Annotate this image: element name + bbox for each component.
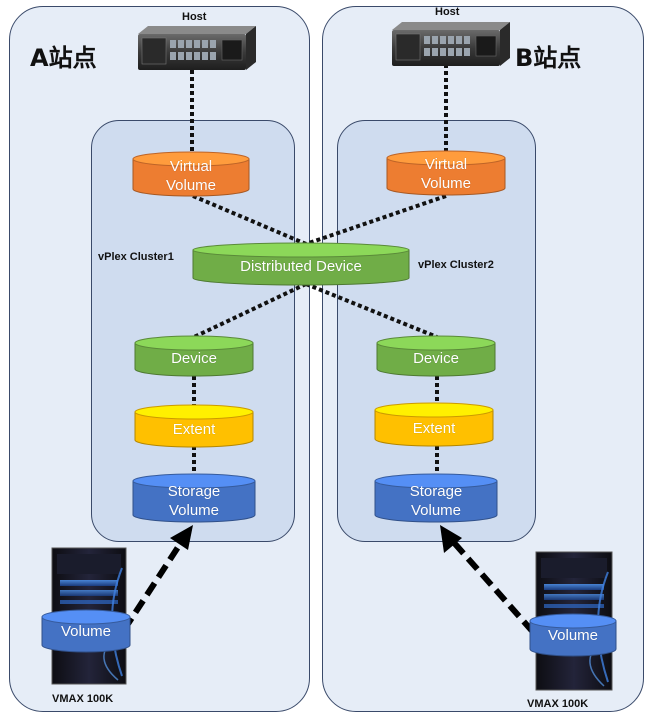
storage-volume-b-cylinder — [374, 473, 498, 523]
virtual-volume-b-line2: Volume — [420, 175, 472, 192]
virtual-volume-a-line2: Volume — [165, 177, 217, 194]
dotted-connectors — [190, 64, 448, 476]
connector-virtual-b-to-distributed — [305, 194, 447, 246]
virtual-volume-b-cylinder — [386, 150, 506, 196]
storage-volume-a-text: Storage Volume — [133, 482, 255, 520]
vmax-a-label: VMAX 100K — [52, 693, 114, 705]
device-b-cylinder — [376, 335, 496, 377]
vmax-b-volume-cylinder — [529, 613, 617, 657]
cluster1-label: vPlex Cluster1 — [98, 251, 174, 263]
connector-distributed-to-device-a — [193, 282, 307, 339]
virtual-volume-b-line1: Virtual — [424, 156, 468, 173]
virtual-volume-a-cylinder — [132, 151, 250, 197]
storage-volume-a-line1: Storage — [167, 483, 221, 500]
storage-volume-a-cylinder — [132, 473, 256, 523]
distributed-device-cylinder — [192, 242, 410, 286]
extent-b-text: Extent — [412, 420, 456, 437]
site-a-title: A站点 — [30, 44, 97, 72]
device-a-cylinder — [134, 335, 254, 377]
storage-volume-a-line2: Volume — [168, 502, 220, 519]
storage-volume-b-line1: Storage — [409, 483, 463, 500]
arrow-vmax-a-to-storage-a — [121, 536, 187, 632]
site-b-title: B站点 — [515, 44, 582, 72]
cylinder-layer — [41, 150, 617, 657]
virtual-volume-a-line1: Virtual — [169, 158, 213, 175]
device-a-text: Device — [171, 350, 217, 367]
cluster2-label: vPlex Cluster2 — [418, 259, 494, 271]
host-b-server-icon — [392, 22, 510, 66]
extent-a-text: Extent — [172, 421, 216, 438]
extent-b-cylinder — [374, 402, 494, 447]
connector-virtual-a-to-distributed — [192, 194, 307, 246]
storage-volume-b-text: Storage Volume — [375, 482, 497, 520]
dashed-arrows — [121, 535, 536, 634]
virtual-volume-b-text: Virtual Volume — [387, 155, 505, 193]
arrowhead-a — [170, 525, 193, 550]
host-a-label: Host — [182, 11, 207, 23]
device-b-text: Device — [413, 350, 459, 367]
host-a-server-icon — [138, 26, 256, 70]
extent-a-cylinder — [134, 404, 254, 448]
virtual-volume-a-text: Virtual Volume — [133, 157, 249, 195]
host-b-label: Host — [435, 6, 460, 18]
vmax-a-volume-text: Volume — [60, 623, 112, 640]
vmax-b-label: VMAX 100K — [527, 698, 589, 710]
connector-distributed-to-device-b — [305, 282, 438, 339]
storage-volume-b-line2: Volume — [410, 502, 462, 519]
vmax-b-volume-text: Volume — [547, 627, 599, 644]
arrow-vmax-b-to-storage-b — [446, 535, 536, 634]
distributed-device-text: Distributed Device — [240, 258, 362, 275]
vmax-a-volume-cylinder — [41, 609, 131, 653]
arrowhead-b — [440, 525, 462, 553]
